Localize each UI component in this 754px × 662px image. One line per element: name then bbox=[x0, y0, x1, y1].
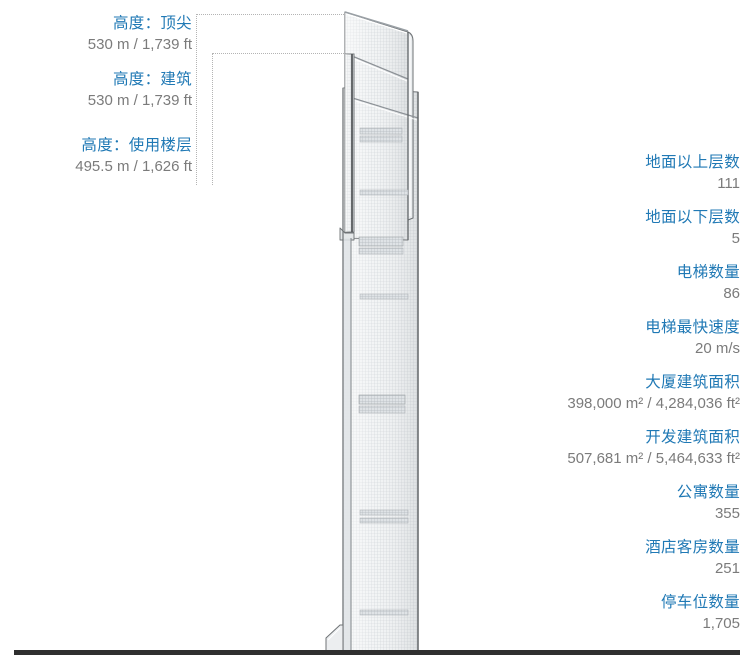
stat-value: 20 m/s bbox=[694, 340, 740, 357]
stat-label: 地面以上层数 bbox=[645, 154, 740, 171]
stat-label: 电梯数量 bbox=[676, 264, 740, 281]
measurement-height-occupied-floor: 高度：使用楼层 495.5 m / 1,626 ft bbox=[0, 136, 192, 177]
stat-value: 86 bbox=[723, 285, 740, 302]
stat-value: 507,681 m² / 5,464,633 ft² bbox=[567, 450, 740, 467]
stat-value: 111 bbox=[717, 175, 740, 192]
measurement-height-to-tip: 高度：顶尖 530 m / 1,739 ft bbox=[0, 14, 192, 55]
stat-value: 398,000 m² / 4,284,036 ft² bbox=[567, 395, 740, 412]
stat-value: 1,705 bbox=[702, 615, 740, 632]
stat-number-of-parking-spaces: 停车位数量 1,705 bbox=[484, 592, 740, 634]
stat-label: 停车位数量 bbox=[660, 594, 740, 611]
stat-number-of-elevators: 电梯数量 86 bbox=[484, 262, 740, 304]
measurement-height-architectural: 高度：建筑 530 m / 1,739 ft bbox=[0, 70, 192, 111]
stat-number-of-apartments: 公寓数量 355 bbox=[484, 482, 740, 524]
ground-line bbox=[14, 650, 740, 655]
stat-label: 地面以下层数 bbox=[645, 209, 740, 226]
stat-label: 电梯最快速度 bbox=[645, 319, 740, 336]
stat-label: 酒店客房数量 bbox=[645, 539, 740, 556]
skyscraper-elevation-illustration bbox=[300, 0, 460, 656]
measurement-label: 高度：建筑 bbox=[112, 71, 192, 88]
stat-top-elevator-speed: 电梯最快速度 20 m/s bbox=[484, 317, 740, 359]
stat-number-of-hotel-rooms: 酒店客房数量 251 bbox=[484, 537, 740, 579]
measurement-label: 高度：使用楼层 bbox=[81, 137, 192, 154]
stat-development-gfa: 开发建筑面积 507,681 m² / 5,464,633 ft² bbox=[484, 427, 740, 469]
stat-value: 5 bbox=[731, 230, 740, 247]
stat-label: 公寓数量 bbox=[676, 484, 740, 501]
measurement-label: 高度：顶尖 bbox=[112, 15, 192, 32]
stat-floors-above-ground: 地面以上层数 111 bbox=[484, 152, 740, 194]
stat-value: 251 bbox=[714, 560, 740, 577]
measurement-value: 530 m / 1,739 ft bbox=[87, 92, 192, 109]
leader-line-architectural-vertical bbox=[212, 53, 213, 185]
statistics-panel: 地面以上层数 111 地面以下层数 5 电梯数量 86 电梯最快速度 20 m/… bbox=[484, 152, 740, 647]
stat-label: 大厦建筑面积 bbox=[645, 374, 740, 391]
leader-line-architectural-horizontal bbox=[212, 53, 348, 54]
stat-tower-gfa: 大厦建筑面积 398,000 m² / 4,284,036 ft² bbox=[484, 372, 740, 414]
leader-line-tip-vertical bbox=[196, 14, 197, 185]
leader-line-tip-horizontal bbox=[196, 14, 348, 15]
stat-floors-below-ground: 地面以下层数 5 bbox=[484, 207, 740, 249]
stat-label: 开发建筑面积 bbox=[645, 429, 740, 446]
measurement-value: 495.5 m / 1,626 ft bbox=[75, 158, 192, 175]
measurement-value: 530 m / 1,739 ft bbox=[87, 36, 192, 53]
stat-value: 355 bbox=[714, 505, 740, 522]
